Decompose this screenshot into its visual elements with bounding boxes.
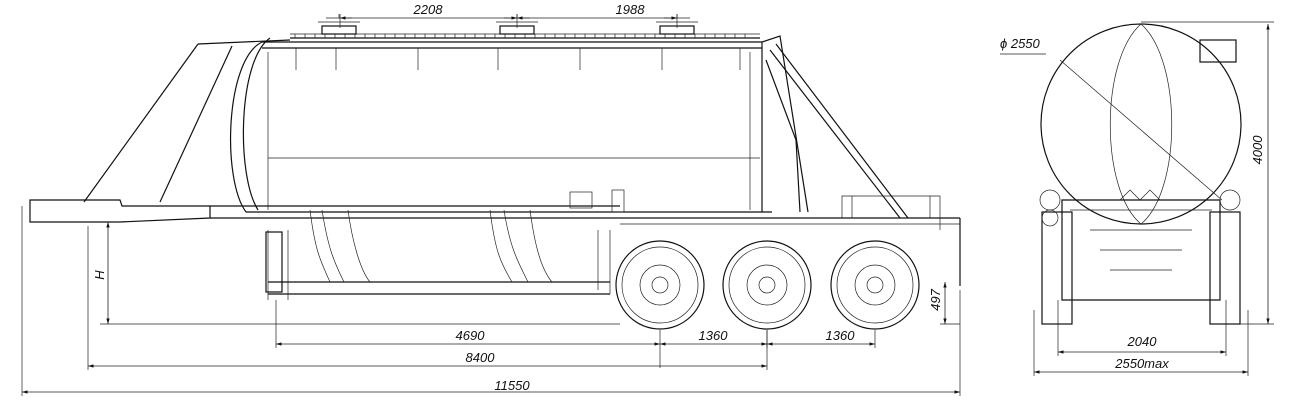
dim-H-label: H	[92, 270, 107, 280]
dim-1360-a-label: 1360	[699, 328, 729, 343]
dim-8400: 8400	[88, 350, 767, 368]
dim-1988-label: 1988	[616, 2, 646, 17]
wheel-2	[722, 240, 812, 330]
height-4000-label: 4000	[1250, 135, 1265, 165]
dim-2208-label: 2208	[413, 2, 444, 17]
dim-2550max: 2550max	[1034, 356, 1248, 374]
dim-11550: 11550	[22, 378, 960, 394]
dim-4000: 4000	[1250, 24, 1270, 324]
dim-1360-b-label: 1360	[826, 328, 856, 343]
width-2550-label: 2550max	[1114, 356, 1169, 371]
dim-2040: 2040	[1058, 334, 1226, 354]
walkway-grid	[294, 34, 746, 38]
rear-view: ϕ 2550 4000 2040 2550max	[1000, 21, 1274, 376]
dim-497: 497	[928, 282, 947, 324]
diameter-label: ϕ 2550	[1000, 36, 1041, 51]
wheel-1	[615, 240, 705, 330]
dim-497-label: 497	[928, 288, 943, 310]
dim-top-2208: 2208	[340, 2, 517, 20]
dim-1360-b: 1360	[767, 328, 875, 346]
chassis-frame	[29, 189, 961, 300]
dim-4690: 4690	[276, 328, 660, 346]
dim-11550-label: 11550	[494, 378, 530, 393]
dim-H: H	[92, 222, 110, 324]
side-view: 2208 1988 H 497 4690 1360 136	[21, 2, 961, 396]
dim-4690-label: 4690	[456, 328, 486, 343]
dim-8400-label: 8400	[466, 350, 496, 365]
dim-diameter: ϕ 2550	[1000, 36, 1046, 55]
dim-top-1988: 1988	[517, 2, 677, 20]
wheel-3	[830, 240, 920, 330]
track-2040-label: 2040	[1127, 334, 1158, 349]
dim-1360-a: 1360	[660, 328, 767, 346]
hatch-1	[318, 14, 360, 35]
tank-body	[83, 14, 909, 219]
